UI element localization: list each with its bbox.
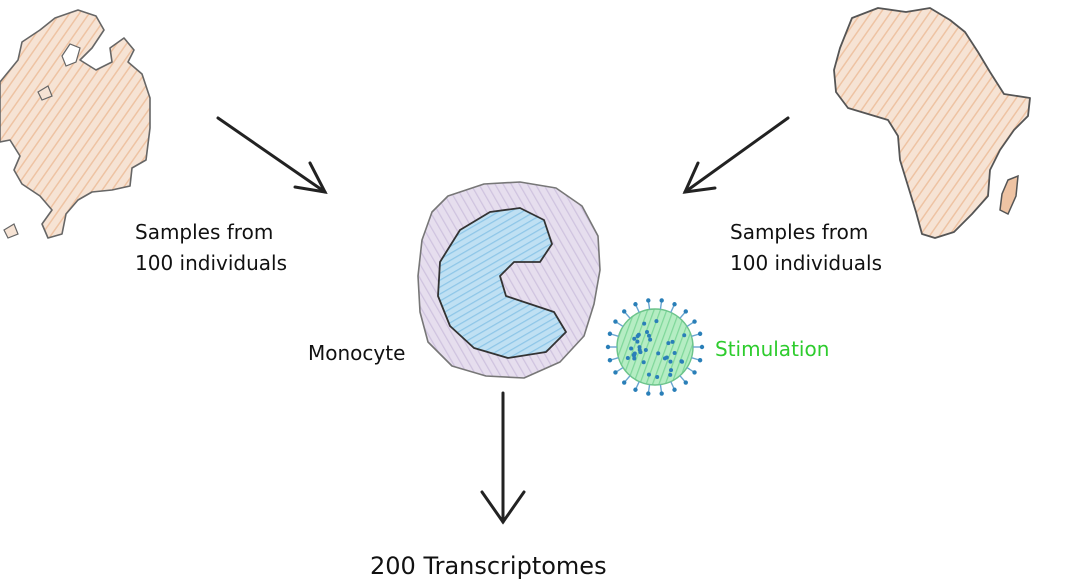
arrow-monocyte-to-transcriptomes — [480, 391, 526, 525]
africa-samples-caption: Samples from 100 individuals — [730, 217, 882, 279]
virus-spike-tip — [607, 358, 613, 363]
virus-surface-dot — [641, 360, 646, 365]
virus-surface-dot — [635, 339, 640, 344]
europe-samples-caption: Samples from 100 individuals — [135, 217, 287, 279]
virus-spike-tip — [699, 344, 705, 350]
virus-spike-tip — [697, 358, 703, 363]
virus-surface-dot — [656, 351, 661, 356]
virus-surface-dot — [669, 368, 674, 373]
monocyte-label: Monocyte — [308, 341, 406, 365]
europe-caption-line2: 100 individuals — [135, 251, 288, 275]
virus-surface-dot — [662, 356, 667, 361]
virus-spike-tip — [646, 391, 651, 396]
transcriptomes-label: 200 Transcriptomes — [370, 552, 607, 580]
virus-spike-tip — [692, 370, 697, 375]
virus-spike-tip — [672, 302, 677, 307]
virus-spike-tip — [683, 309, 688, 314]
virus-surface-dot — [647, 333, 652, 338]
arrow-africa-to-monocyte — [682, 116, 790, 194]
virus-spike-tip — [622, 380, 627, 385]
virus-spike-tip — [607, 331, 613, 336]
virus-surface-dot — [646, 372, 651, 377]
virus-surface-dot — [680, 359, 685, 364]
europe-caption-line1: Samples from — [135, 220, 274, 244]
africa-caption-line2: 100 individuals — [730, 251, 883, 275]
virus-surface-dot — [643, 347, 648, 352]
virus-surface-dot — [645, 330, 650, 335]
virus-spike-tip — [646, 298, 651, 303]
virus-spike-tip — [659, 391, 664, 396]
virus-spike-tip — [622, 309, 627, 314]
virus-spike-tip — [633, 302, 638, 307]
virus-spike-tip — [605, 344, 611, 350]
virus-spike-tip — [697, 331, 703, 336]
africa-map-icon — [833, 7, 1031, 239]
virus-surface-dot — [648, 337, 653, 342]
virus-surface-dot — [625, 355, 630, 360]
virus-surface-dot — [637, 347, 642, 352]
virus-surface-dot — [670, 339, 675, 344]
virus-surface-dot — [682, 333, 687, 338]
virus-spike-tip — [683, 380, 688, 385]
virus-surface-dot — [632, 336, 637, 341]
monocyte-icon — [417, 181, 601, 379]
virus-surface-dot — [642, 321, 647, 326]
virus-spike-tip — [672, 387, 677, 392]
virus-spike-tip — [633, 387, 638, 392]
virus-spike-tip — [613, 370, 618, 375]
virus-surface-dot — [636, 332, 641, 337]
virus-icon — [605, 298, 705, 396]
virus-surface-dot — [629, 346, 634, 351]
virus-surface-dot — [672, 351, 677, 356]
virus-surface-dot — [654, 319, 659, 324]
arrow-europe-to-monocyte — [216, 116, 328, 194]
europe-map-icon — [0, 9, 151, 239]
virus-surface-dot — [668, 359, 673, 364]
virus-surface-dot — [668, 372, 673, 377]
africa-caption-line1: Samples from — [730, 220, 869, 244]
virus-surface-dot — [666, 341, 671, 346]
virus-surface-dot — [655, 375, 660, 380]
virus-surface-dot — [632, 351, 637, 356]
virus-spike-tip — [692, 319, 697, 324]
virus-surface-dot — [632, 356, 637, 361]
virus-spike-tip — [613, 319, 618, 324]
stimulation-label: Stimulation — [715, 337, 830, 361]
virus-spike-tip — [659, 298, 664, 303]
